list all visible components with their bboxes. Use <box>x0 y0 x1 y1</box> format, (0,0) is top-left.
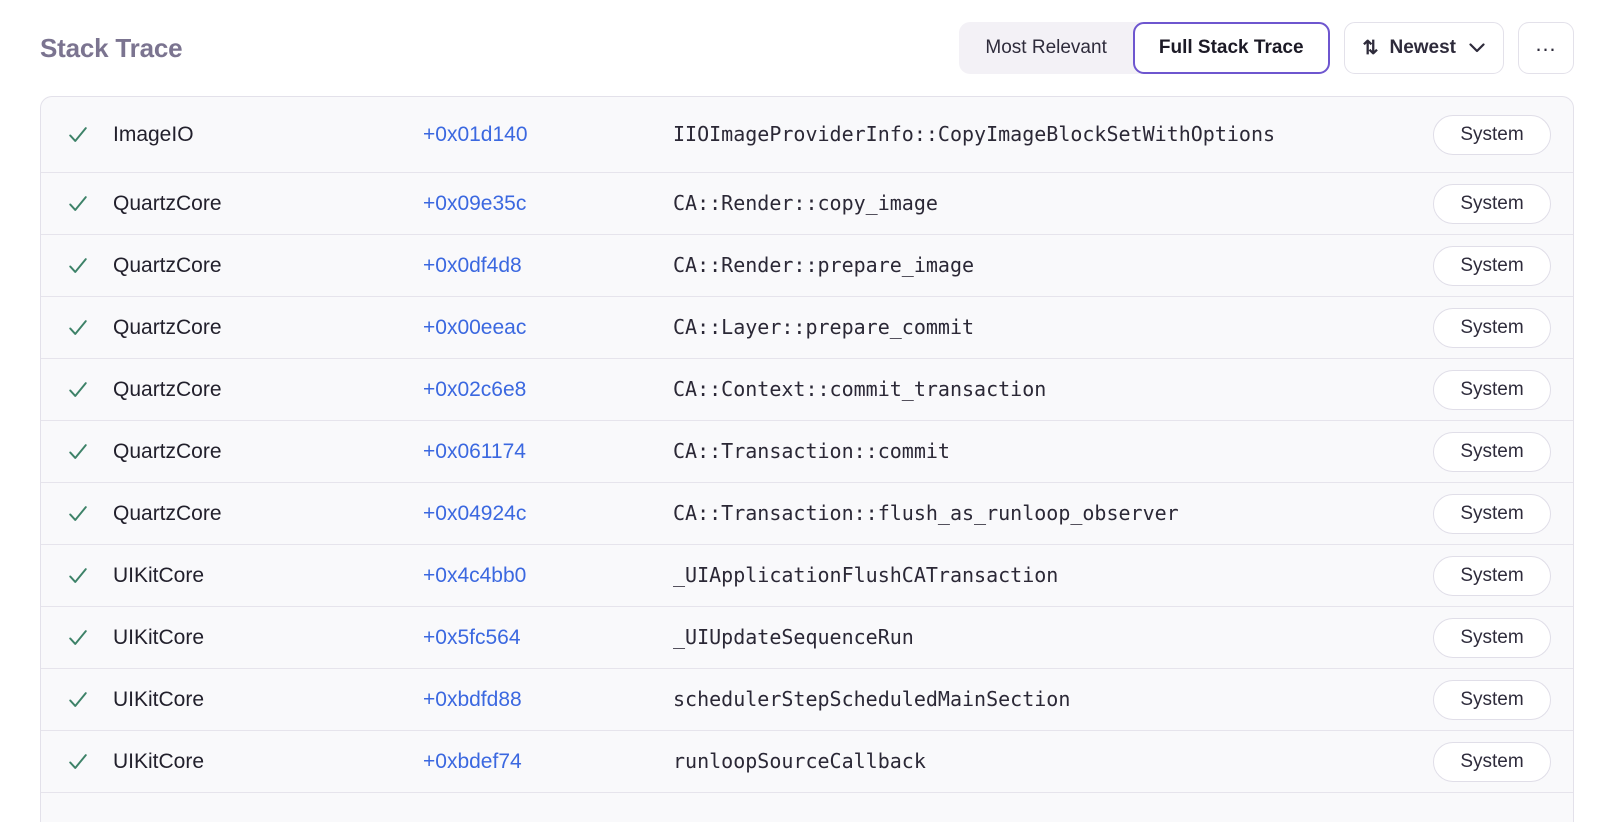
tab-full-stack-trace[interactable]: Full Stack Trace <box>1132 22 1330 74</box>
table-row[interactable]: UIKitCore +0x4c4bb0 _UIApplicationFlushCAT… <box>41 545 1573 607</box>
frame-checkmark[interactable] <box>67 503 113 525</box>
frame-checkmark[interactable] <box>67 441 113 463</box>
status-badge: System <box>1433 741 1551 782</box>
frame-badge-cell: System <box>1421 431 1551 472</box>
frame-badge-cell: System <box>1421 307 1551 348</box>
tab-most-relevant[interactable]: Most Relevant <box>959 22 1132 74</box>
table-row[interactable]: UIKitCore +0xbdfd88 schedulerStepScheduled… <box>41 669 1573 731</box>
table-row[interactable]: QuartzCore +0x061174 CA::Transaction::comm… <box>41 421 1573 483</box>
page-title: Stack Trace <box>40 32 183 63</box>
status-badge: System <box>1433 431 1551 472</box>
frame-module: UIKitCore <box>113 625 205 649</box>
frame-badge-cell: System <box>1421 741 1551 782</box>
more-options-button[interactable]: … <box>1518 22 1574 74</box>
frame-offset-link[interactable]: +0x01d140 <box>423 122 528 146</box>
chevron-down-icon <box>1469 41 1485 56</box>
status-badge: System <box>1433 183 1551 224</box>
frame-offset-link[interactable]: +0x02c6e8 <box>423 377 527 401</box>
frame-function-name: schedulerStepScheduledMainSection <box>673 687 1071 711</box>
frame-module: QuartzCore <box>113 501 222 525</box>
status-badge: System <box>1433 114 1551 155</box>
stack-view-segmented-control[interactable]: Most Relevant Full Stack Trace <box>959 22 1330 74</box>
status-badge: System <box>1433 245 1551 286</box>
status-badge: System <box>1433 369 1551 410</box>
frame-checkmark[interactable] <box>67 627 113 649</box>
status-badge: System <box>1433 307 1551 348</box>
frame-offset-link[interactable]: +0xbdef74 <box>423 749 522 773</box>
frame-module: QuartzCore <box>113 377 222 401</box>
frame-badge-cell: System <box>1421 114 1551 155</box>
table-row[interactable]: UIKitCore +0x5fc564 _UIUpdateSequenceRun Sy… <box>41 607 1573 669</box>
frame-function-name: IIOImageProviderInfo::CopyImageBlockSetW… <box>673 122 1276 146</box>
frame-module: UIKitCore <box>113 563 205 587</box>
status-badge: System <box>1433 493 1551 534</box>
frame-function-name: runloopSourceCallback <box>673 749 926 773</box>
frame-checkmark[interactable] <box>67 379 113 401</box>
frame-function-name: CA::Layer::prepare_commit <box>673 315 975 339</box>
table-row[interactable]: QuartzCore +0x04924c CA::Transaction::flus… <box>41 483 1573 545</box>
frame-offset-link[interactable]: +0x09e35c <box>423 191 527 215</box>
frame-badge-cell: System <box>1421 369 1551 410</box>
frame-badge-cell: System <box>1421 555 1551 596</box>
table-row[interactable]: ImageIO +0x01d140 IIOImageProviderInfo::Co… <box>41 97 1573 173</box>
frame-offset-link[interactable]: +0x061174 <box>423 439 526 463</box>
frame-module: QuartzCore <box>113 315 222 339</box>
frame-function-name: CA::Transaction::flush_as_runloop_observ… <box>673 501 1179 525</box>
sort-arrows-icon: ⇅ <box>1362 37 1379 59</box>
frame-checkmark[interactable] <box>67 317 113 339</box>
frame-module: QuartzCore <box>113 439 222 463</box>
frame-offset-link[interactable]: +0xbdfd88 <box>423 687 522 711</box>
frame-function-name: _UIUpdateSequenceRun <box>673 625 914 649</box>
frame-module: QuartzCore <box>113 253 222 277</box>
frame-checkmark[interactable] <box>67 255 113 277</box>
frame-function-name: _UIApplicationFlushCATransaction <box>673 563 1059 587</box>
stack-frames-list[interactable]: ImageIO +0x01d140 IIOImageProviderInfo::Co… <box>40 96 1574 822</box>
frame-checkmark[interactable] <box>67 751 113 773</box>
frame-module: UIKitCore <box>113 687 205 711</box>
table-row[interactable]: QuartzCore +0x00eeac CA::Layer::prepare_co… <box>41 297 1573 359</box>
sort-label: Newest <box>1389 37 1456 58</box>
sort-dropdown[interactable]: ⇅ Newest <box>1343 22 1504 74</box>
frame-offset-link[interactable]: +0x00eeac <box>423 315 527 339</box>
frame-badge-cell: System <box>1421 245 1551 286</box>
frame-function-name: CA::Transaction::commit <box>673 439 950 463</box>
frame-checkmark[interactable] <box>67 193 113 215</box>
panel-header: Stack Trace Most Relevant Full Stack Tra… <box>40 0 1574 96</box>
frame-checkmark[interactable] <box>67 689 113 711</box>
status-badge: System <box>1433 679 1551 720</box>
frame-module: ImageIO <box>113 122 194 146</box>
frame-offset-link[interactable]: +0x04924c <box>423 501 527 525</box>
ellipsis-icon: … <box>1534 31 1558 57</box>
frame-function-name: CA::Render::prepare_image <box>673 253 975 277</box>
frame-badge-cell: System <box>1421 183 1551 224</box>
header-controls: Most Relevant Full Stack Trace ⇅ Newest … <box>959 22 1574 74</box>
table-row[interactable]: QuartzCore +0x02c6e8 CA::Context::commit_t… <box>41 359 1573 421</box>
frame-badge-cell: System <box>1421 679 1551 720</box>
table-row[interactable]: UIKitCore +0xbdef74 runloopSourceCallback S… <box>41 731 1573 793</box>
frame-module: UIKitCore <box>113 749 205 773</box>
frame-badge-cell: System <box>1421 617 1551 658</box>
table-row[interactable]: QuartzCore +0x09e35c CA::Render::copy_imag… <box>41 173 1573 235</box>
frame-checkmark[interactable] <box>67 124 113 146</box>
frame-offset-link[interactable]: +0x5fc564 <box>423 625 521 649</box>
frame-badge-cell: System <box>1421 493 1551 534</box>
status-badge: System <box>1433 617 1551 658</box>
frame-function-name: CA::Render::copy_image <box>673 191 938 215</box>
frame-module: QuartzCore <box>113 191 222 215</box>
frame-offset-link[interactable]: +0x0df4d8 <box>423 253 522 277</box>
frame-checkmark[interactable] <box>67 565 113 587</box>
status-badge: System <box>1433 555 1551 596</box>
frame-function-name: CA::Context::commit_transaction <box>673 377 1047 401</box>
table-row[interactable]: QuartzCore +0x0df4d8 CA::Render::prepare_i… <box>41 235 1573 297</box>
frame-offset-link[interactable]: +0x4c4bb0 <box>423 563 527 587</box>
